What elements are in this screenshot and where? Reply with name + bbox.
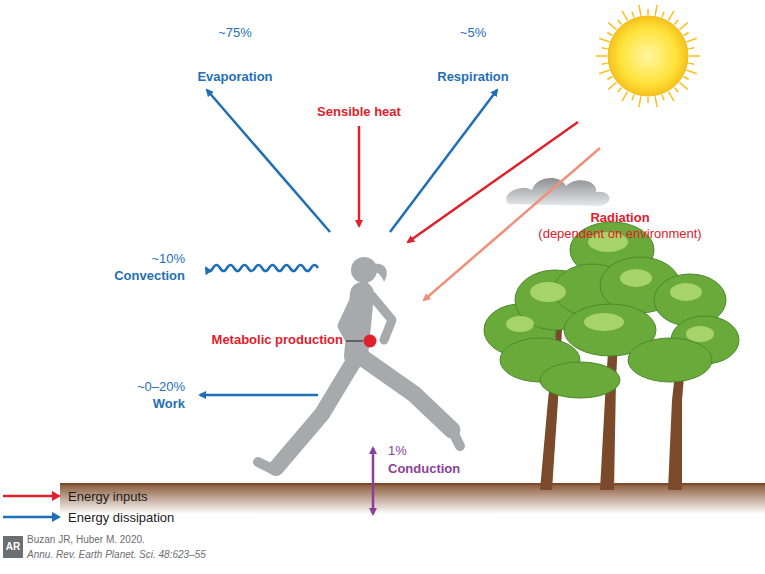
legend-arrow (2, 511, 62, 523)
flux-label: Respiration (437, 69, 509, 85)
credit-line: Buzan JR, Huber M. 2020. (27, 534, 145, 546)
runner (258, 284, 460, 470)
input-label: Sensible heat (317, 104, 401, 120)
respiration-arrow (390, 90, 497, 232)
legend-arrow (2, 490, 62, 502)
input-label: Metabolic production (212, 332, 343, 348)
conduction-arrow (372, 448, 375, 514)
diffuse-radiation-arrow (424, 148, 600, 300)
percent-label: ~10% (151, 251, 185, 267)
cloud (506, 178, 609, 206)
publisher-logo: AR (3, 536, 23, 558)
metabolic-dot (364, 335, 377, 348)
sensible-heat-arrow (358, 126, 361, 226)
flux-label: Conduction (388, 461, 460, 477)
trees (484, 222, 739, 490)
note-label: (dependent on environment) (538, 226, 701, 242)
legend-row: Energy dissipation (2, 508, 174, 526)
radiation-arrow (408, 122, 578, 242)
percent-label: ~5% (460, 25, 486, 41)
evaporation-arrow (207, 90, 330, 232)
flux-label: Convection (114, 268, 185, 284)
percent-label: ~0–20% (137, 379, 185, 395)
convection-arrow (206, 265, 318, 271)
sun-rays (596, 5, 700, 107)
flux-label: Evaporation (197, 69, 272, 85)
percent-label: 1% (388, 443, 407, 459)
credit-line: Annu. Rev. Earth Planet. Sci. 48:623–55 (27, 549, 206, 561)
leader-line (346, 341, 363, 342)
input-label: Radiation (590, 210, 649, 226)
flux-label: Work (153, 396, 185, 412)
legend-text: Energy inputs (68, 489, 148, 504)
sun (608, 16, 688, 96)
legend-text: Energy dissipation (68, 510, 174, 525)
work-arrow (200, 394, 318, 397)
percent-label: ~75% (218, 25, 252, 41)
legend-row: Energy inputs (2, 487, 148, 505)
